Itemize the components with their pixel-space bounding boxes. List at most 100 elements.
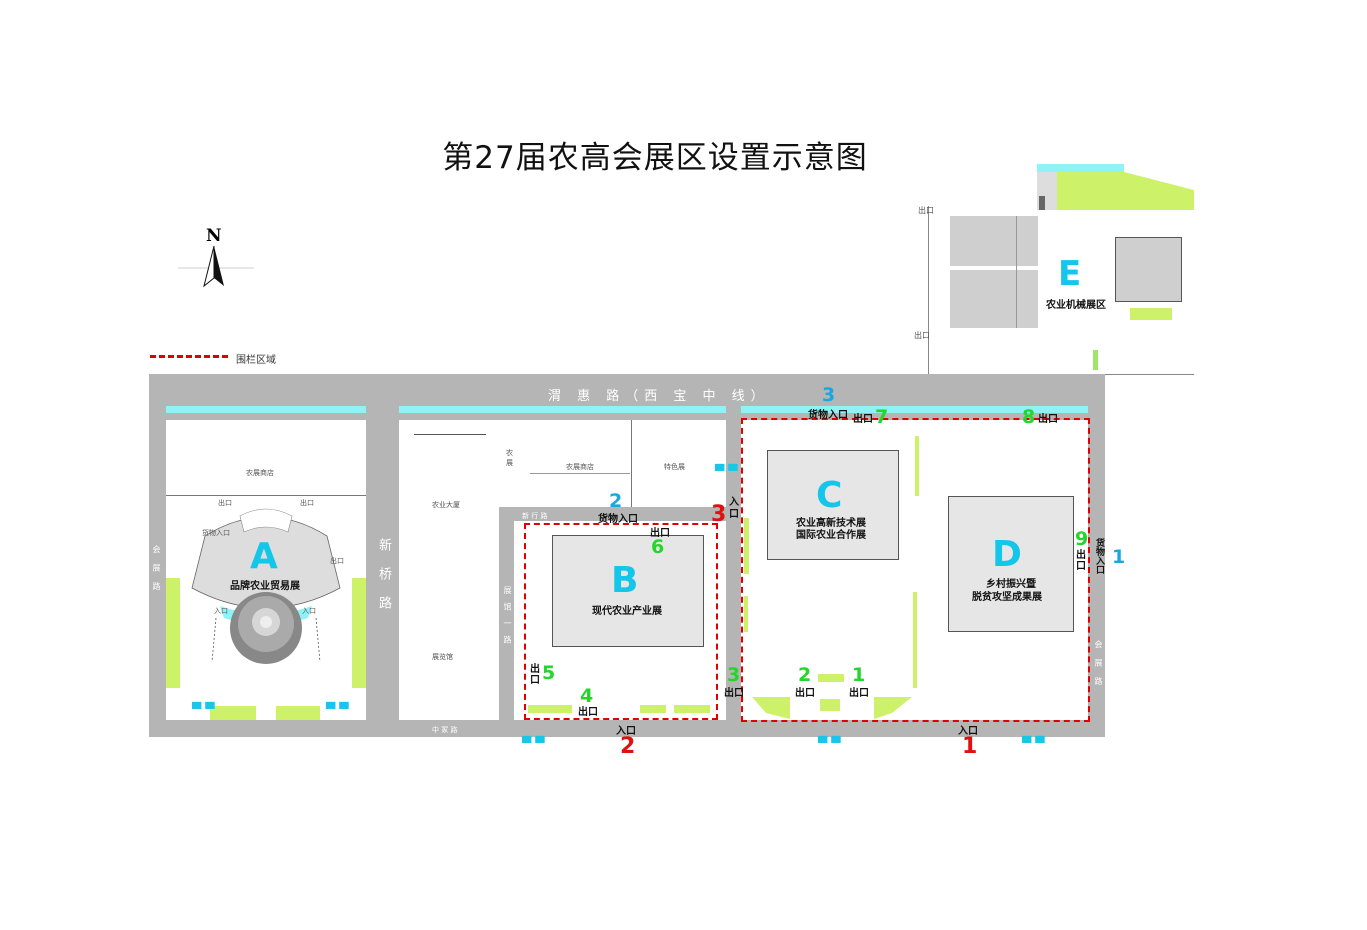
toilet-south-2: ▀▀ <box>818 736 845 750</box>
exit-5-number: 5 <box>542 662 556 684</box>
block-b-label-3: 特色展 <box>664 463 685 471</box>
zone-a-top-label: 农展商店 <box>246 469 274 477</box>
zone-c-hall <box>767 450 899 560</box>
exit-6-label: 出口 <box>650 528 670 539</box>
block-a-lawn-right <box>352 578 366 688</box>
exit-9-number: 9 <box>1075 528 1089 550</box>
exit-3-label: 出口 <box>724 688 744 699</box>
zone-b-name: 现代农业产业展 <box>592 606 662 617</box>
zone-a-entrance-2: 入口 <box>302 607 316 615</box>
road-b-north-label: 新 行 路 <box>522 512 548 520</box>
entrance-2-number: 2 <box>620 734 636 759</box>
zone-e-lawn-small <box>1130 308 1172 320</box>
toilet-south-1: ▀▀ <box>522 736 549 750</box>
zone-c-name-1: 农业高新技术展 <box>796 518 866 529</box>
zone-e-hall-3 <box>1115 237 1182 302</box>
zone-a-amphitheater <box>191 508 341 664</box>
block-b-label-5: 展览馆 <box>432 653 453 661</box>
entrance-1-number: 1 <box>962 734 978 759</box>
road-east-label: 会 展 路 <box>1094 640 1103 690</box>
zone-c-letter: C <box>816 475 843 516</box>
block-cd-lawn-bottom <box>752 697 912 719</box>
block-a-lawn-bottom-1 <box>210 706 256 720</box>
legend: 围栏区域 <box>150 350 310 366</box>
exit-2-label: 出口 <box>795 688 815 699</box>
exit-4-label: 出口 <box>578 707 598 718</box>
exit-2-number: 2 <box>798 664 812 686</box>
block-cd-lawn-3 <box>915 436 919 496</box>
cargo-3-label: 货物入口 <box>808 410 848 421</box>
block-a-lawn-left <box>166 578 180 688</box>
exit-1-label: 出口 <box>849 688 869 699</box>
toilet-south-3: ▀▀ <box>1022 736 1049 750</box>
entrance-2-label: 入口 <box>616 726 636 737</box>
zone-e-letter: E <box>1058 254 1082 294</box>
entrance-3-label: 入口 <box>729 497 739 520</box>
block-b-label-4: 农业大厦 <box>432 501 460 509</box>
block-a-lawn-bottom-2 <box>276 706 320 720</box>
block-b-strip <box>399 406 726 413</box>
block-b-lawn-3 <box>674 705 710 713</box>
zone-a-letter: A <box>250 536 278 577</box>
block-cd-fence <box>741 418 1090 722</box>
legend-dash-swatch <box>150 355 228 358</box>
zone-a-cargo: 货物入口 <box>202 529 230 537</box>
zone-e-exit-label: 出口 <box>918 206 934 215</box>
block-a-strip <box>166 406 366 413</box>
legend-label: 围栏区域 <box>236 355 276 366</box>
road-south-label: 中 冢 路 <box>432 726 458 734</box>
cargo-2-number: 2 <box>609 490 623 512</box>
block-cd-lawn-4 <box>913 592 917 688</box>
entrance-1-label: 入口 <box>958 726 978 737</box>
block-cd-lawn-2 <box>744 596 748 632</box>
zone-e-lawn <box>1037 172 1194 210</box>
zone-d-name-2: 脱贫攻坚成果展 <box>972 592 1042 603</box>
block-b-label-1: 农展 <box>506 449 513 467</box>
zone-e-exit-label-2: 出口 <box>914 331 930 340</box>
block-cd-lawn-1 <box>744 518 749 574</box>
compass-label: N <box>206 226 222 246</box>
road-west-label: 会 展 路 <box>152 545 161 595</box>
exit-7-label: 出口 <box>853 414 873 425</box>
zone-d-name-1: 乡村振兴暨 <box>986 579 1036 590</box>
toilet-mid: ▀▀ <box>715 464 742 478</box>
zone-a-toilet-2: ▀▀ <box>326 702 353 716</box>
zone-a-entrance-1: 入口 <box>214 607 228 615</box>
exit-8-number: 8 <box>1022 406 1036 428</box>
block-b-lawn-1 <box>528 705 572 713</box>
zone-a-exit-1: 出口 <box>218 499 232 507</box>
zone-e-area: E 农业机械展区 <box>928 160 1194 375</box>
cargo-3-number: 3 <box>822 384 836 406</box>
zone-e-top-strip <box>1037 164 1124 172</box>
north-arrow-icon <box>178 245 254 288</box>
exit-6-number: 6 <box>651 536 665 558</box>
exit-4-number: 4 <box>580 685 594 707</box>
zone-a-toilet-1: ▀▀ <box>192 702 219 716</box>
zone-e-name: 农业机械展区 <box>1046 300 1106 311</box>
zone-a-exit-3: 出口 <box>330 557 344 565</box>
exit-9-label: 出口 <box>1076 550 1086 572</box>
zone-a-exit-2: 出口 <box>300 499 314 507</box>
zone-d-hall <box>948 496 1074 632</box>
zone-d-letter: D <box>992 534 1022 575</box>
road-xinqiao-label: 新 桥 路 <box>376 538 391 616</box>
cargo-1-number: 1 <box>1112 546 1126 568</box>
block-b-fence <box>524 523 718 720</box>
exit-5-label: 出口 <box>530 664 540 686</box>
zone-e-hall-2 <box>950 270 1038 328</box>
exit-3-number: 3 <box>727 664 741 686</box>
cargo-1-label: 货物入口 <box>1096 539 1106 576</box>
zone-e-lane <box>1093 350 1098 370</box>
zone-a-name: 品牌农业贸易展 <box>230 581 300 592</box>
entrance-3-number: 3 <box>711 502 727 527</box>
north-compass: N <box>178 226 254 290</box>
block-b-lawn-2 <box>640 705 666 713</box>
zone-b-hall <box>552 535 704 647</box>
block-cd-lawn-5 <box>818 674 844 682</box>
zone-c-name-2: 国际农业合作展 <box>796 530 866 541</box>
road-b-west-label: 展 馆 一 路 <box>503 586 512 647</box>
exit-7-number: 7 <box>875 406 889 428</box>
block-cd-strip <box>741 406 1088 413</box>
zone-e-hall-1 <box>950 216 1038 266</box>
cargo-2-label: 货物入口 <box>598 514 638 525</box>
